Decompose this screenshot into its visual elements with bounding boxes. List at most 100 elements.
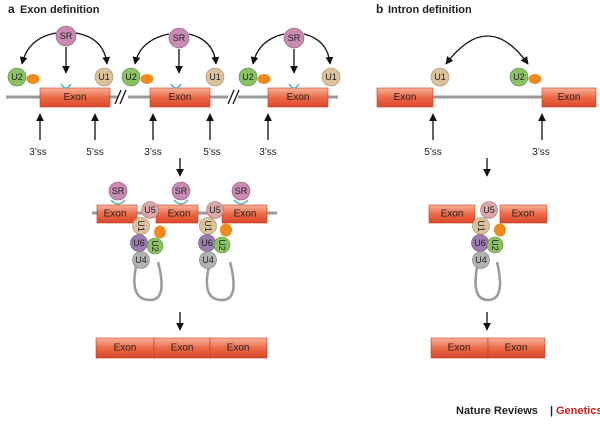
splice-site-label-5ss: 5’ss [86,147,104,158]
ese-binding-site [173,199,189,205]
svg-text:U6: U6 [133,238,145,248]
svg-text:Exon: Exon [104,209,127,220]
svg-text:Exon: Exon [441,209,464,220]
interaction-arrow [445,35,529,65]
svg-text:U4: U4 [135,255,147,265]
svg-text:U1: U1 [209,72,221,82]
u1-snrnp: U1 [472,217,490,235]
exon: Exon [376,87,434,108]
svg-text:Exon: Exon [64,92,87,103]
panel-a-letter: a [8,2,15,16]
svg-text:Exon: Exon [512,209,535,220]
u1-snrnp: U1 [321,67,341,87]
svg-text:U1: U1 [476,220,486,232]
intron-lariat-loop [205,261,235,302]
panel-a: a Exon definition Exon Exon Exon [6,2,341,359]
sr-protein: SR [55,25,77,47]
u5-snrnp: U5 [206,201,224,219]
intron-lariat-loop [133,261,163,302]
svg-text:U1: U1 [203,220,213,232]
u6-snrnp: U6 [130,234,148,252]
ese-binding-site [60,83,72,89]
credit-separator: | [550,405,553,417]
recruitment-arrow [303,33,334,65]
svg-text:U1: U1 [98,72,110,82]
u2-snrnp: U2 [213,236,231,254]
svg-text:U6: U6 [474,238,486,248]
svg-text:SR: SR [288,33,301,43]
svg-text:Exon: Exon [558,92,581,103]
exon: Exon [149,87,211,108]
panel-b-letter: b [376,2,383,16]
splice-site-label-5ss: 5’ss [424,147,442,158]
spliceosome-complex: U5 U1 U6 U2 U4 [130,201,166,269]
svg-text:Exon: Exon [287,92,310,103]
exon: Exon [267,87,329,108]
u6-snrnp: U6 [198,234,216,252]
svg-text:U2: U2 [150,240,160,252]
exon: Exon [221,204,268,224]
exon-label: Exon [448,343,471,354]
svg-text:U2: U2 [217,239,227,251]
u1-snrnp: U1 [205,67,225,87]
u4-snrnp: U4 [199,251,217,269]
svg-text:U5: U5 [483,205,495,215]
u6-snrnp: U6 [471,234,489,252]
svg-text:U6: U6 [201,238,213,248]
sequence-break-mark [227,89,240,105]
sr-protein: SR [283,27,305,49]
splice-site-label-3ss: 3’ss [29,147,47,158]
ese-binding-site [170,83,182,89]
u2-snrnp: U2 [486,236,504,254]
u4-snrnp: U4 [132,251,150,269]
svg-text:Exon: Exon [168,209,191,220]
credit-journal: Nature Reviews [456,405,538,417]
panel-a-title: Exon definition [20,4,100,16]
svg-text:U2: U2 [242,72,254,82]
exon-label: Exon [171,343,194,354]
sequence-break-mark [114,89,127,105]
sr-protein: SR [168,27,190,49]
svg-text:SR: SR [60,31,73,41]
svg-text:U4: U4 [202,255,214,265]
recruitment-arrow [132,33,170,65]
spliceosome-complex: U5 U1 U6 U2 U4 [198,201,232,269]
u2-snrnp: U2 [238,67,258,87]
sr-protein: SR [108,181,128,201]
recruitment-arrow [188,33,220,65]
svg-text:U5: U5 [209,205,221,215]
recruitment-arrow [250,33,285,65]
exon-label: Exon [227,343,250,354]
recruitment-arrow [19,32,57,65]
splice-site-label-3ss: 3’ss [532,147,550,158]
u2-snrnp: U2 [7,67,27,87]
u5-snrnp: U5 [141,201,159,219]
spliceosome-complex: U5 U1 U6 U2 U4 [471,201,506,269]
u2-snrnp: U2 [121,67,141,87]
exon-label: Exon [114,343,137,354]
u5-snrnp: U5 [480,201,498,219]
splice-site-label-5ss: 5’ss [203,147,221,158]
exon: Exon [155,204,199,224]
sr-protein: SR [231,181,251,201]
panel-b-title: Intron definition [388,4,472,16]
svg-text:Exon: Exon [234,209,257,220]
svg-text:U5: U5 [144,205,156,215]
intron-lariat-loop [474,261,502,302]
exon: Exon [96,204,138,224]
panel-b: b Intron definition Exon Exon U1 U2 5’ss… [376,2,597,359]
svg-text:SR: SR [173,33,186,43]
exon: Exon [39,87,111,108]
mature-mrna: Exon Exon Exon [95,337,268,359]
exon: Exon [428,204,476,224]
svg-text:SR: SR [175,186,188,196]
u2-snrnp: U2 [146,237,164,255]
svg-text:SR: SR [112,186,125,196]
u2af-factor [528,74,542,84]
u1-snrnp: U1 [94,67,114,87]
u1-snrnp: U1 [430,67,450,87]
u2-snrnp: U2 [509,67,529,87]
splice-site-label-3ss: 3’ss [144,147,162,158]
u1-snrnp: U1 [132,217,150,235]
